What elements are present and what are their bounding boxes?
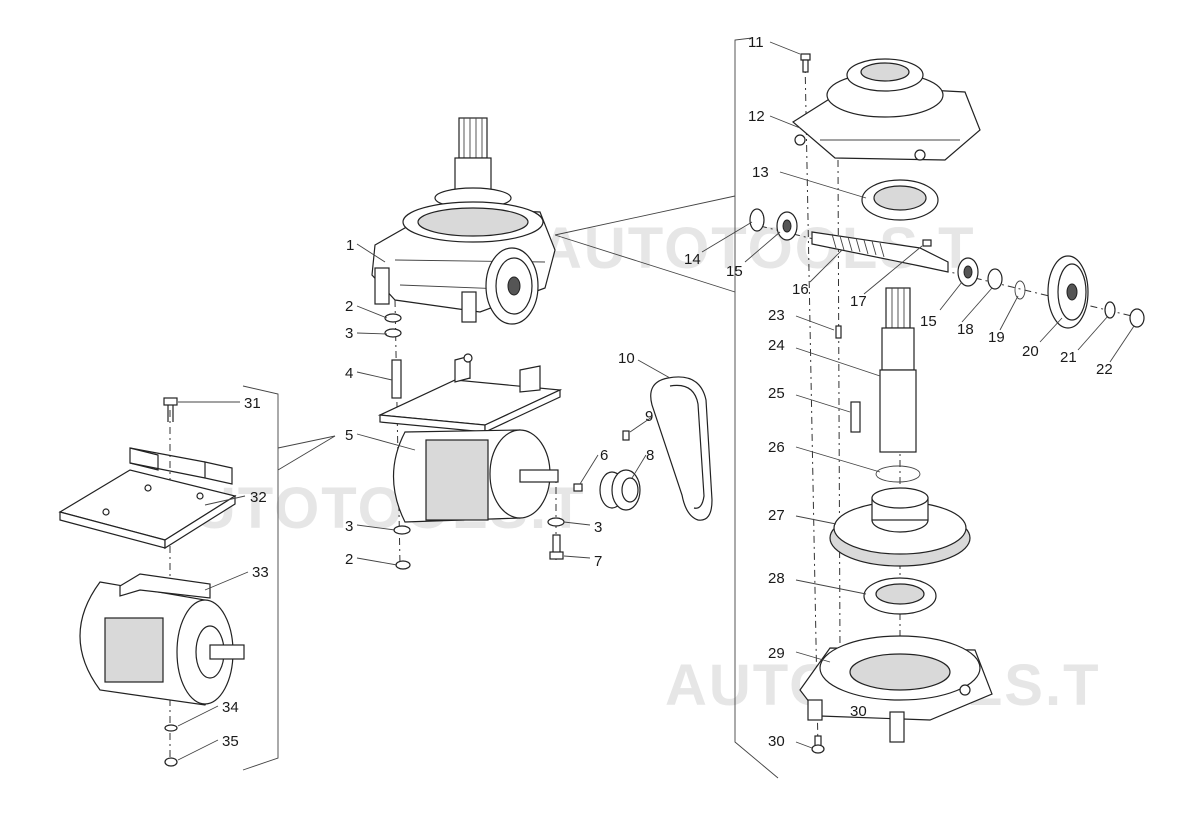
nut-2-bottom [395,560,411,570]
label-13: 13 [752,164,769,181]
bearing-28 [863,577,937,615]
key-17 [922,239,932,247]
label-15-right: 15 [920,313,937,330]
v-belt-10 [650,376,713,521]
washer-3-bottom-right [547,517,565,527]
label-20: 20 [1022,343,1039,360]
label-32: 32 [250,489,267,506]
electric-motor-33 [79,573,245,706]
label-19: 19 [988,329,1005,346]
label-14: 14 [684,251,701,268]
washer-2-top [384,313,402,323]
label-26: 26 [768,439,785,456]
label-30-upper: 30 [850,703,867,720]
label-9: 9 [645,408,653,425]
label-15-left: 15 [726,263,743,280]
label-8: 8 [646,447,654,464]
label-5: 5 [345,427,353,444]
part-labels: 1 2 3 4 5 2 3 3 7 6 8 9 10 11 12 13 14 1… [222,34,1113,750]
nut-35 [164,757,178,767]
label-17: 17 [850,293,867,310]
label-2: 2 [345,298,353,315]
label-3-lower-right: 3 [594,519,602,536]
bolt-31 [163,397,178,422]
label-18: 18 [957,321,974,338]
upper-housing-12 [791,58,981,161]
label-3: 3 [345,325,353,342]
label-11: 11 [748,34,764,51]
label-7: 7 [594,553,602,570]
spacer-18 [987,268,1003,290]
bolt-7 [549,534,564,560]
bolt-30 [811,735,825,754]
bolt-11 [800,53,811,73]
pin-9 [622,430,630,441]
label-29: 29 [768,645,785,662]
key-25 [850,401,861,433]
label-35: 35 [222,733,239,750]
label-3-lower-left: 3 [345,518,353,535]
mounting-plate-32 [58,447,237,550]
label-10: 10 [618,350,635,367]
seal-14 [749,208,765,232]
washer-21 [1104,301,1116,319]
group-brackets [242,37,779,779]
label-31: 31 [244,395,261,412]
bearing-15-right [957,257,979,287]
bearing-13 [861,179,939,221]
bearing-15-left [776,211,798,241]
label-21: 21 [1060,349,1077,366]
key-6 [573,483,583,492]
label-24: 24 [768,337,785,354]
label-16: 16 [792,281,809,298]
label-6: 6 [600,447,608,464]
label-34: 34 [222,699,239,716]
circlip-19 [1014,280,1026,300]
spacer-pin-4 [391,359,402,399]
label-1: 1 [346,237,354,254]
pulley-20 [1047,255,1089,329]
gearbox-assembly-1 [371,117,556,325]
pulley-8 [599,469,641,511]
label-30-lower: 30 [768,733,785,750]
washer-3-top [384,328,402,338]
label-22: 22 [1096,361,1113,378]
label-12: 12 [748,108,765,125]
label-28: 28 [768,570,785,587]
label-27: 27 [768,507,785,524]
label-25: 25 [768,385,785,402]
output-shaft-24 [879,287,917,453]
leader-lines [177,41,1135,761]
label-23: 23 [768,307,785,324]
circlip-26 [875,465,921,483]
motor-with-bracket-5 [377,353,563,523]
worm-gear-27 [829,487,971,567]
washer-34 [164,724,178,732]
label-4: 4 [345,365,353,382]
washer-3-bottom-left [393,525,411,535]
nut-22 [1129,308,1145,328]
lower-housing-29 [799,635,993,743]
label-33: 33 [252,564,269,581]
label-2-lower: 2 [345,551,353,568]
pin-23 [835,325,842,339]
